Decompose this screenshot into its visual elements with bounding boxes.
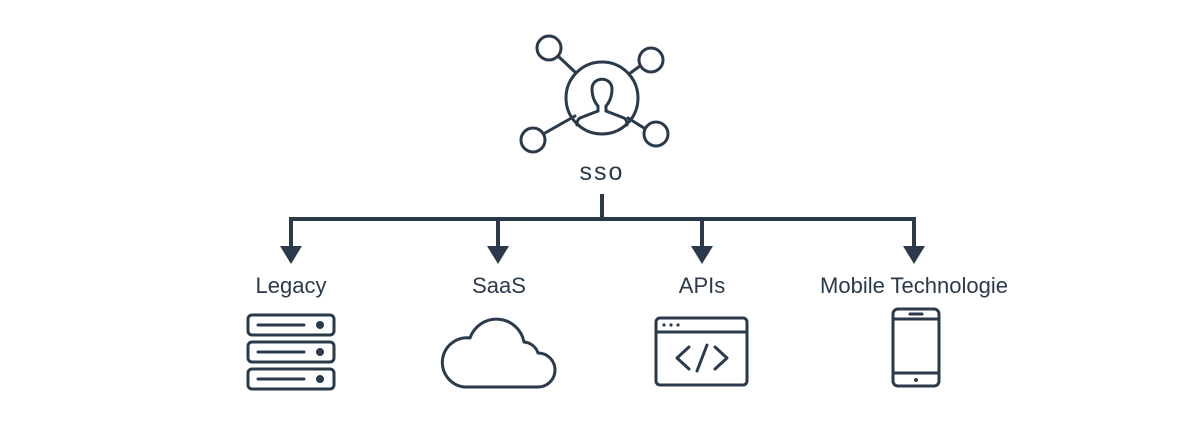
arrow-apis	[691, 246, 713, 264]
server-stack-icon	[246, 313, 336, 391]
cloud-icon	[440, 317, 557, 389]
arrow-saas	[487, 246, 509, 264]
code-window-icon	[654, 316, 749, 387]
branch-label-saas: SaaS	[472, 273, 526, 298]
root-label: sso	[580, 158, 625, 186]
branch-label-mobile: Mobile Technologie	[820, 273, 1008, 298]
connector-tree	[289, 194, 916, 248]
branch-label-legacy: Legacy	[256, 273, 327, 298]
branch-label-apis: APIs	[679, 273, 725, 298]
arrow-mobile	[903, 246, 925, 264]
smartphone-icon	[891, 307, 941, 388]
sso-network-user-icon	[519, 34, 670, 154]
arrow-legacy	[280, 246, 302, 264]
arrowheads	[280, 246, 925, 264]
